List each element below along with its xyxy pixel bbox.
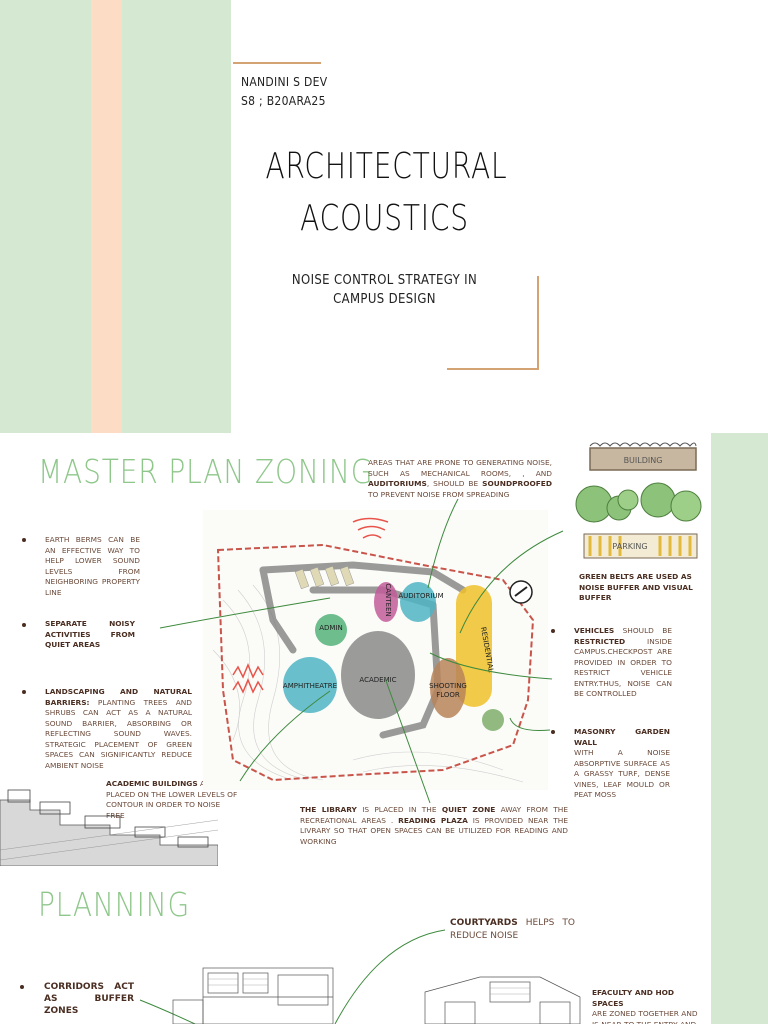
author-block: NANDINI S DEV S8 ; B20ARA25 — [241, 73, 327, 111]
parking-stripes — [588, 536, 692, 556]
page-subtitle: NOISE CONTROL STRATEGY IN CAMPUS DESIGN — [291, 273, 478, 307]
planning-title: PLANNING — [38, 885, 191, 924]
zone-green — [482, 709, 504, 731]
label-amphitheatre: AMPHITHEATRE — [283, 682, 337, 690]
roof-scribble — [589, 442, 697, 447]
label-admin: ADMIN — [319, 624, 343, 632]
label-academic: ACADEMIC — [359, 676, 396, 684]
zone-shooting-floor — [430, 658, 466, 718]
label-auditorium: AUDITORIUM — [398, 592, 443, 600]
note-separate-noisy: SEPARATE NOISY ACTIVITIES FROM QUIET ARE… — [45, 619, 135, 649]
note-library: THE LIBRARY IS PLACED IN THE QUIET ZONE … — [300, 805, 569, 846]
title-line-1: ARCHITECTURAL — [265, 146, 508, 187]
bullet — [22, 623, 26, 627]
author-id: S8 ; B20ARA25 — [241, 94, 326, 108]
zone-admin — [315, 614, 347, 646]
label-floor: FLOOR — [436, 691, 460, 699]
building-label: BUILDING — [624, 456, 663, 465]
bullet — [22, 538, 26, 542]
note-vehicles: VEHICLES SHOULD BE RESTRICTED INSIDE CAM… — [574, 626, 672, 698]
bullet — [551, 629, 555, 633]
zone-amphitheatre — [283, 657, 337, 713]
master-plan-title: MASTER PLAN ZONING — [38, 452, 374, 491]
floor-plan-right — [424, 976, 581, 1024]
author-name: NANDINI S DEV — [241, 75, 328, 89]
sound-wave-icons — [232, 517, 389, 694]
label-canteen: CANTEEN — [384, 583, 392, 616]
right-green-panel-lower — [711, 865, 768, 1024]
note-noise-prone: AREAS THAT ARE PRONE TO GENERATING NOISE… — [368, 458, 552, 499]
note-corridors: CORRIDORS ACT AS BUFFER ZONES — [44, 982, 134, 1016]
note-green-belts: GREEN BELTS ARE USED AS NOISE BUFFER AND… — [579, 572, 693, 602]
residential-blocks — [294, 565, 355, 590]
title-line-2: ACOUSTICS — [300, 198, 469, 239]
building-block — [589, 447, 697, 471]
deco-line-horizontal — [447, 368, 539, 370]
note-courtyards: COURTYARDS HELPS TO REDUCE NOISE — [450, 918, 575, 941]
green-belt-sketch: BUILDING PARKING — [575, 442, 702, 559]
parking-block — [583, 533, 698, 559]
page-title: ARCHITECTURAL ACOUSTICS — [265, 141, 508, 245]
section-drawing — [0, 789, 218, 866]
bullet — [20, 985, 24, 989]
bullet — [551, 730, 555, 734]
arrow-lines — [159, 498, 564, 804]
parking-label: PARKING — [612, 542, 647, 551]
zone-auditorium — [400, 582, 436, 622]
planning-arrows — [139, 929, 446, 1024]
tree-row — [575, 482, 702, 523]
bullet — [22, 690, 26, 694]
zone-academic — [341, 631, 415, 719]
zone-residential — [456, 585, 492, 707]
right-green-panel — [711, 433, 768, 865]
annotation-arrows — [159, 498, 564, 804]
deco-line-vertical — [537, 276, 539, 370]
zone-canteen — [374, 582, 398, 622]
note-earth-berms: EARTH BERMS CAN BE AN EFFECTIVE WAY TO H… — [45, 535, 140, 597]
master-plan-drawing: CANTEEN AUDITORIUM RESIDENTIAL ADMIN AMP… — [203, 510, 548, 790]
label-shooting: SHOOTING — [429, 682, 467, 690]
note-landscaping: LANDSCAPING AND NATURAL BARRIERS: PLANTI… — [45, 687, 192, 770]
floor-plan-left — [172, 967, 334, 1024]
cover-peach-stripe — [91, 0, 122, 433]
site-boundary — [216, 543, 535, 782]
deco-line-top — [233, 62, 321, 64]
